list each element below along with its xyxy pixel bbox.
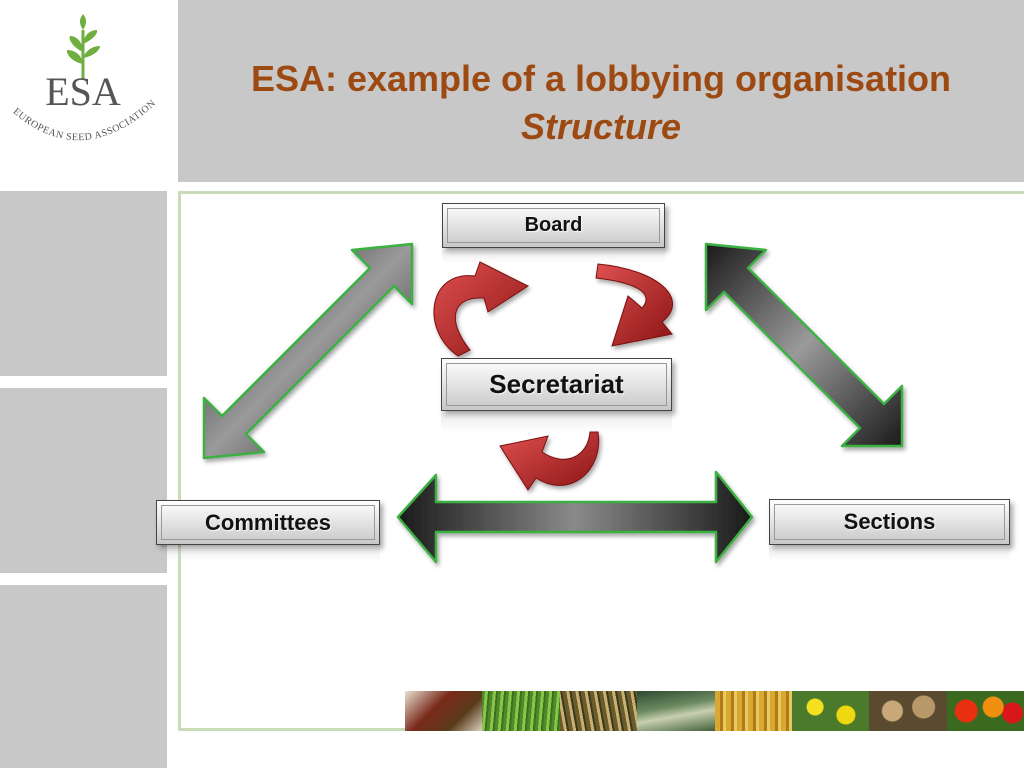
arrow-board-committees	[202, 242, 414, 460]
photo-wheat	[559, 691, 638, 731]
arrow-board-to-secretariat	[595, 263, 674, 347]
node-secretariat: Secretariat	[441, 358, 672, 411]
node-sections-reflection	[769, 547, 1010, 561]
logo-abbr: ESA	[45, 69, 121, 114]
node-board-reflection	[442, 250, 665, 264]
arrow-secretariat-to-board	[433, 261, 530, 357]
photo-beet	[405, 691, 483, 731]
side-panel-3	[0, 585, 167, 768]
photo-corn	[714, 691, 792, 731]
node-sections-label: Sections	[843, 509, 936, 534]
node-secretariat-label: Secretariat	[489, 369, 624, 399]
arrow-committees-sections	[396, 470, 754, 564]
logo: ESA EUROPEAN SEED ASSOCIATION	[0, 0, 167, 182]
node-committees-reflection	[156, 547, 380, 561]
node-board-label: Board	[524, 214, 583, 236]
photo-grass	[482, 691, 560, 731]
photo-leek	[637, 691, 715, 731]
photo-peppers	[946, 691, 1024, 731]
node-committees-label: Committees	[205, 509, 331, 535]
photo-rapeseed	[791, 691, 870, 731]
arrow-board-sections	[704, 242, 904, 448]
esa-logo-graphic: ESA EUROPEAN SEED ASSOCIATION	[11, 14, 158, 143]
slide-title: ESA: example of a lobbying organisation	[250, 58, 952, 99]
crops-photo-strip	[405, 691, 1024, 731]
header-banner	[178, 0, 1024, 182]
node-board: Board	[442, 203, 665, 248]
node-secretariat-reflection	[441, 413, 672, 433]
node-sections: Sections	[769, 499, 1010, 545]
slide-subtitle: Structure	[520, 106, 682, 147]
node-committees: Committees	[156, 500, 380, 545]
arrow-secretariat-loop	[499, 431, 600, 491]
side-panel-1	[0, 191, 167, 376]
side-panel-2	[0, 388, 167, 573]
photo-potatoes	[869, 691, 947, 731]
